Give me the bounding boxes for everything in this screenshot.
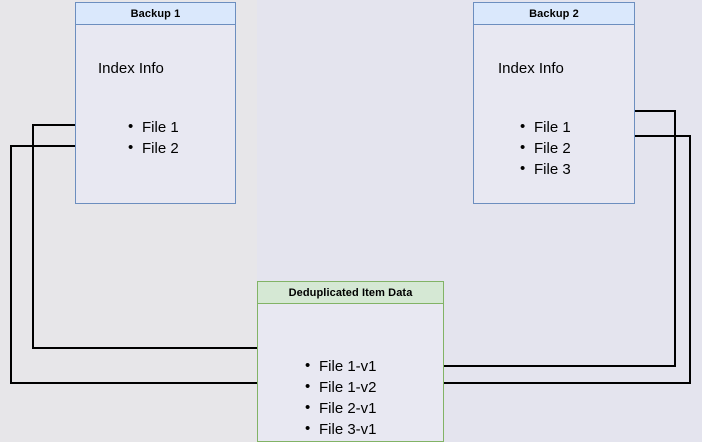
list-item: File 3 xyxy=(518,158,571,180)
box-backup-1-title: Backup 1 xyxy=(76,3,235,25)
box-deduplicated-item-data[interactable]: Deduplicated Item Data File 1-v1 File 1-… xyxy=(257,281,444,442)
box-backup-2-title: Backup 2 xyxy=(474,3,634,25)
list-item: File 3-v1 xyxy=(303,418,377,440)
box-backup-1-body: Index Info File 1 File 2 xyxy=(76,25,235,203)
box-deduplicated-item-data-title: Deduplicated Item Data xyxy=(258,282,443,304)
list-item: File 1-v1 xyxy=(303,355,377,377)
box-deduplicated-file-list: File 1-v1 File 1-v2 File 2-v1 File 3-v1 xyxy=(303,355,377,440)
box-backup-1[interactable]: Backup 1 Index Info File 1 File 2 xyxy=(75,2,236,204)
box-backup-1-index-label: Index Info xyxy=(98,60,164,77)
box-backup-2-file-list: File 1 File 2 File 3 xyxy=(518,116,571,180)
connector-backup1-file2 xyxy=(10,145,297,383)
box-backup-2-body: Index Info File 1 File 2 File 3 xyxy=(474,25,634,203)
connector-backup2-file2 xyxy=(398,135,691,383)
connector-backup2-file1 xyxy=(398,110,676,366)
box-backup-2[interactable]: Backup 2 Index Info File 1 File 2 File 3 xyxy=(473,2,635,204)
list-item: File 2 xyxy=(518,137,571,159)
list-item: File 1 xyxy=(518,116,571,138)
box-backup-1-file-list: File 1 File 2 xyxy=(126,116,179,159)
box-backup-2-index-label: Index Info xyxy=(498,60,564,77)
list-item: File 2 xyxy=(126,137,179,159)
list-item: File 2-v1 xyxy=(303,397,377,419)
box-deduplicated-item-data-body: File 1-v1 File 1-v2 File 2-v1 File 3-v1 xyxy=(258,304,443,441)
list-item: File 1-v2 xyxy=(303,376,377,398)
list-item: File 1 xyxy=(126,116,179,138)
